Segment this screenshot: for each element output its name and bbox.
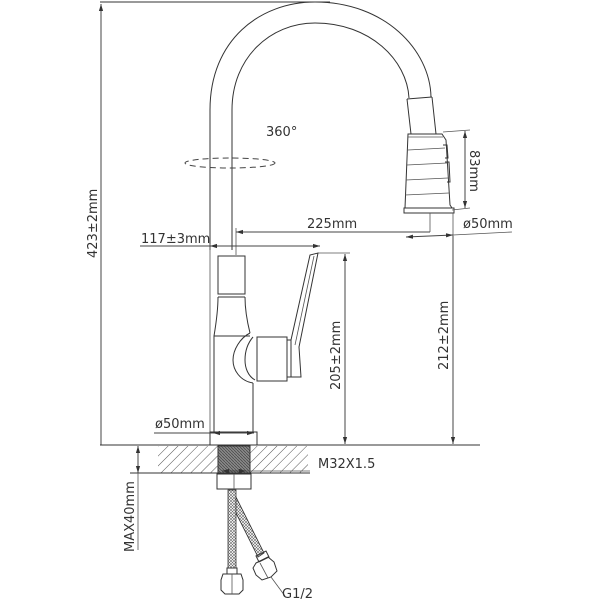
spout-reach-dimension: 225mm <box>235 217 430 255</box>
rotation-label: 360° <box>266 125 297 140</box>
spout-clearance-dimension: 212±2mm <box>437 236 456 444</box>
spout-reach-label: 225mm <box>307 217 357 232</box>
handle-height-label: 205±2mm <box>329 321 344 390</box>
spout-clearance-label: 212±2mm <box>437 301 452 370</box>
thread-dimension: M32X1.5 <box>222 457 375 474</box>
base-diameter-dimension: ø50mm <box>154 417 254 436</box>
head-length-dimension: 83mm <box>442 129 481 211</box>
supply-hoses <box>220 489 278 595</box>
faucet-body <box>209 255 258 446</box>
handle <box>232 252 319 384</box>
hose-connection-label: G1/2 <box>282 587 313 600</box>
base-diameter-label: ø50mm <box>155 417 205 432</box>
thread-label: M32X1.5 <box>318 457 375 472</box>
head-diameter-dimension: ø50mm <box>405 213 513 245</box>
head-length-label: 83mm <box>466 150 481 192</box>
deck-thickness-dimension: MAX40mm <box>123 446 141 552</box>
countertop <box>100 444 480 474</box>
rotation-indicator: 360° <box>184 125 297 169</box>
spout <box>209 1 433 250</box>
head-diameter-label: ø50mm <box>463 217 513 232</box>
spray-head <box>403 96 455 232</box>
deck-thickness-label: MAX40mm <box>123 481 138 552</box>
total-height-label: 423±2mm <box>86 189 101 258</box>
mounting-nut <box>216 473 252 490</box>
total-height-dimension: 423±2mm <box>86 1 330 445</box>
handle-reach-dimension: 117±3mm <box>140 232 320 445</box>
handle-height-dimension: 205±2mm <box>318 252 350 444</box>
hose-connection-label-group: G1/2 <box>270 576 313 602</box>
handle-reach-label: 117±3mm <box>141 232 210 247</box>
